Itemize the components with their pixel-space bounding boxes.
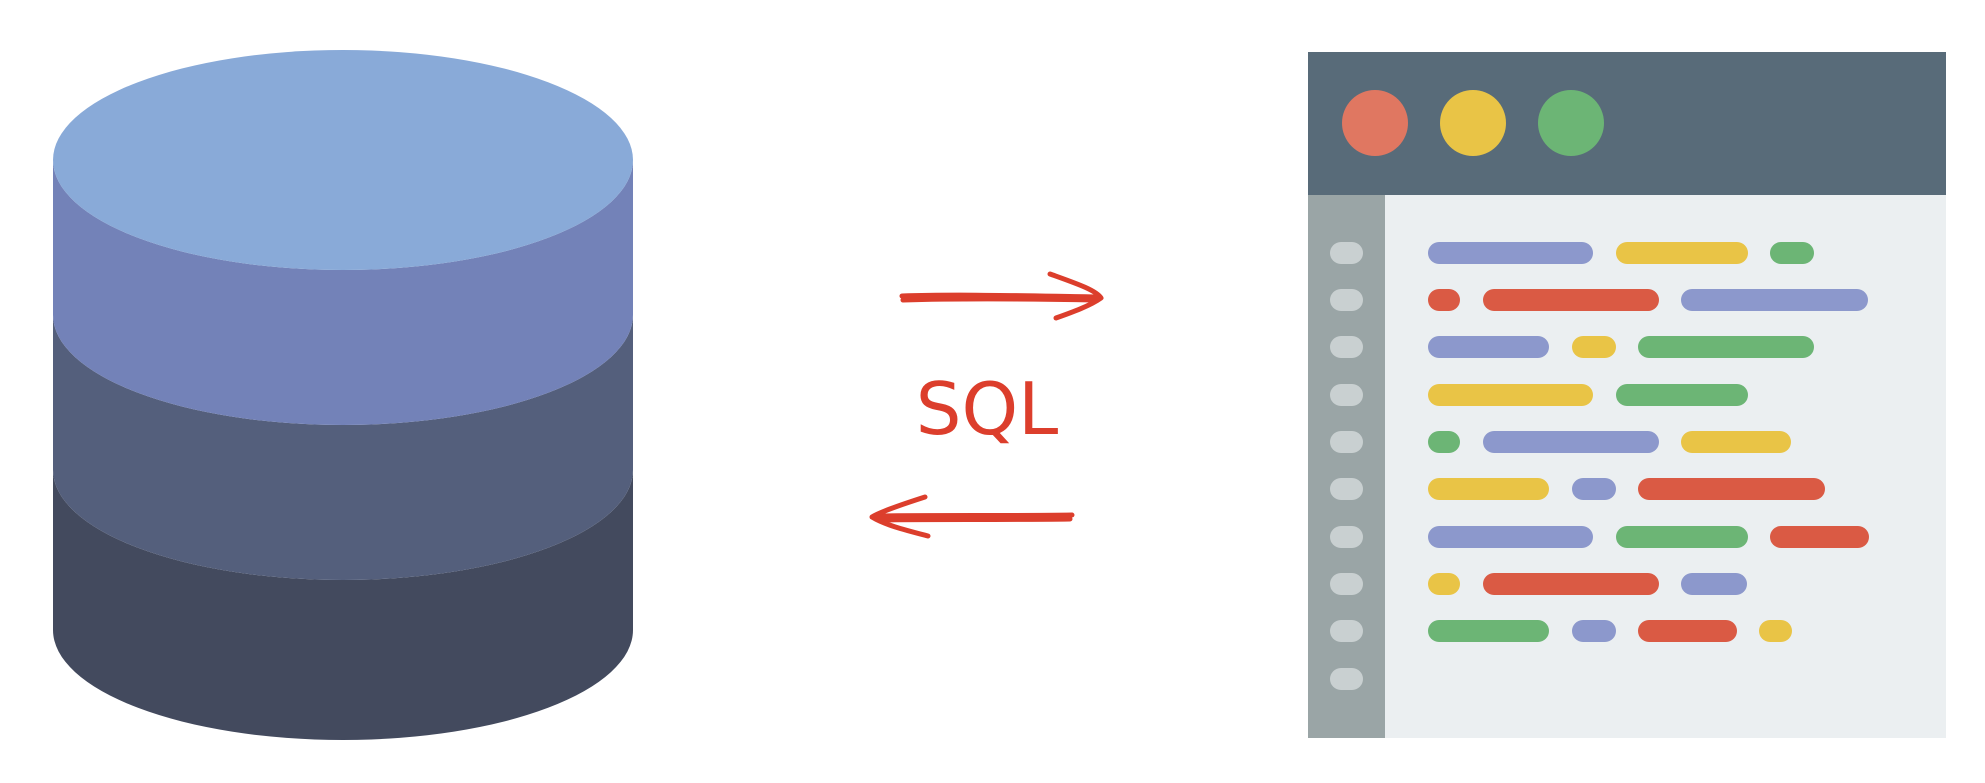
code-token-red [1483, 289, 1659, 311]
code-token-red [1770, 526, 1869, 548]
code-token-blue [1681, 573, 1747, 595]
code-token-green [1616, 384, 1748, 406]
gutter-line-marker [1330, 336, 1363, 358]
gutter-marks [1330, 242, 1363, 690]
gutter-line-marker [1330, 668, 1363, 690]
gutter-line-marker [1330, 242, 1363, 264]
gutter-line-marker [1330, 431, 1363, 453]
code-token-red [1428, 289, 1460, 311]
window-close-button [1342, 90, 1408, 156]
code-token-yellow [1428, 573, 1460, 595]
code-token-green [1638, 336, 1814, 358]
window-minimize-button [1440, 90, 1506, 156]
database-layer-third [53, 315, 633, 580]
database-layer-bottom [53, 470, 633, 740]
window-maximize-button [1538, 90, 1604, 156]
code-token-red [1638, 620, 1737, 642]
code-token-green [1616, 526, 1748, 548]
code-token-blue [1681, 289, 1868, 311]
code-token-yellow [1428, 478, 1549, 500]
gutter-line-marker [1330, 573, 1363, 595]
code-token-green [1428, 431, 1460, 453]
gutter-line-marker [1330, 384, 1363, 406]
code-token-red [1638, 478, 1825, 500]
sql-label: SQL [916, 367, 1059, 451]
database-cylinder-icon [53, 50, 633, 740]
gutter-line-marker [1330, 478, 1363, 500]
database-top [53, 50, 633, 270]
gutter-line-marker [1330, 620, 1363, 642]
code-token-blue [1572, 620, 1616, 642]
code-token-blue [1428, 526, 1593, 548]
code-token-blue [1428, 242, 1593, 264]
code-token-yellow [1759, 620, 1792, 642]
code-token-yellow [1681, 431, 1791, 453]
editor-gutter [1308, 195, 1385, 738]
code-token-yellow [1572, 336, 1616, 358]
arrow-left-icon [869, 494, 1075, 539]
code-token-blue [1428, 336, 1549, 358]
code-token-red [1483, 573, 1659, 595]
arrow-right-icon [899, 271, 1104, 321]
code-token-blue [1483, 431, 1659, 453]
code-token-green [1770, 242, 1814, 264]
code-lines [1428, 242, 1869, 642]
code-token-yellow [1428, 384, 1593, 406]
gutter-line-marker [1330, 526, 1363, 548]
gutter-line-marker [1330, 289, 1363, 311]
database-layer-second [53, 160, 633, 425]
code-editor-icon [1308, 52, 1946, 738]
code-token-blue [1572, 478, 1616, 500]
code-token-yellow [1616, 242, 1748, 264]
code-token-green [1428, 620, 1549, 642]
editor-titlebar [1308, 52, 1946, 195]
